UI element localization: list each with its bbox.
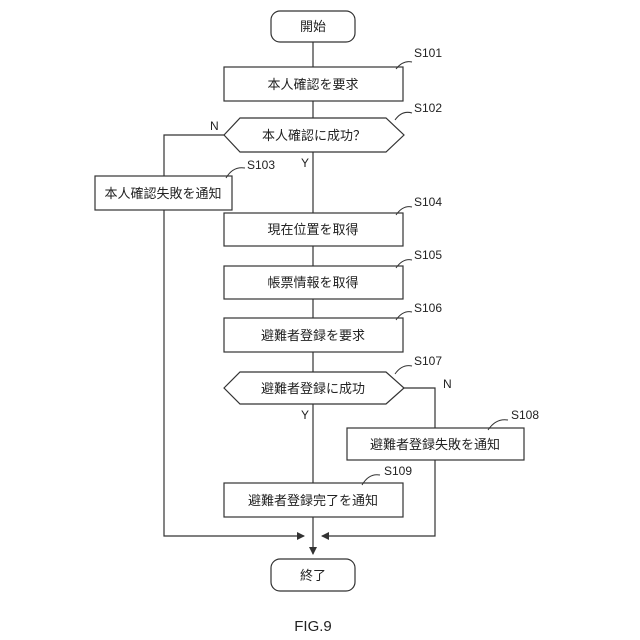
s109-label: 避難者登録完了を通知 [248,493,378,509]
s102-yes-label: Y [301,156,309,170]
process-s105: 帳票情報を取得 S105 [224,248,442,299]
decision-s102: 本人確認に成功？ S102 N Y [210,101,442,170]
s104-label: 現在位置を取得 [267,222,358,238]
s105-step-id: S105 [414,248,442,262]
s101-label: 本人確認を要求 [267,77,358,93]
s102-leader [395,112,412,120]
s107-label: 避難者登録に成功 [261,382,365,397]
process-s104: 現在位置を取得 S104 [224,195,442,246]
s109-step-id: S109 [384,464,412,478]
s103-label: 本人確認失敗を通知 [104,186,221,202]
end-label: 終了 [300,568,326,584]
process-s108: 避難者登録失敗を通知 S108 [347,408,539,460]
s107-step-id: S107 [414,354,442,368]
connector-s102-no [164,135,224,176]
s104-step-id: S104 [414,195,442,209]
connector-s107-no [404,388,435,428]
s107-no-label: N [443,377,452,391]
figure-label: FIG.9 [294,618,332,635]
s107-yes-label: Y [301,408,309,422]
s102-step-id: S102 [414,101,442,115]
s108-label: 避難者登録失敗を通知 [370,437,500,453]
end-terminal: 終了 [271,559,355,591]
s101-step-id: S101 [414,46,442,60]
s107-leader [395,366,412,374]
start-terminal: 開始 [271,11,355,42]
s103-step-id: S103 [247,158,275,172]
process-s103: 本人確認失敗を通知 S103 [95,158,275,210]
s102-no-label: N [210,119,219,133]
s108-step-id: S108 [511,408,539,422]
start-label: 開始 [300,20,326,35]
process-s109: 避難者登録完了を通知 S109 [224,464,412,517]
s106-step-id: S106 [414,301,442,315]
s105-label: 帳票情報を取得 [267,275,358,291]
process-s101: 本人確認を要求 S101 [224,46,442,101]
s102-label: 本人確認に成功？ [262,128,366,144]
s106-label: 避難者登録を要求 [261,329,365,344]
process-s106: 避難者登録を要求 S106 [224,301,442,352]
